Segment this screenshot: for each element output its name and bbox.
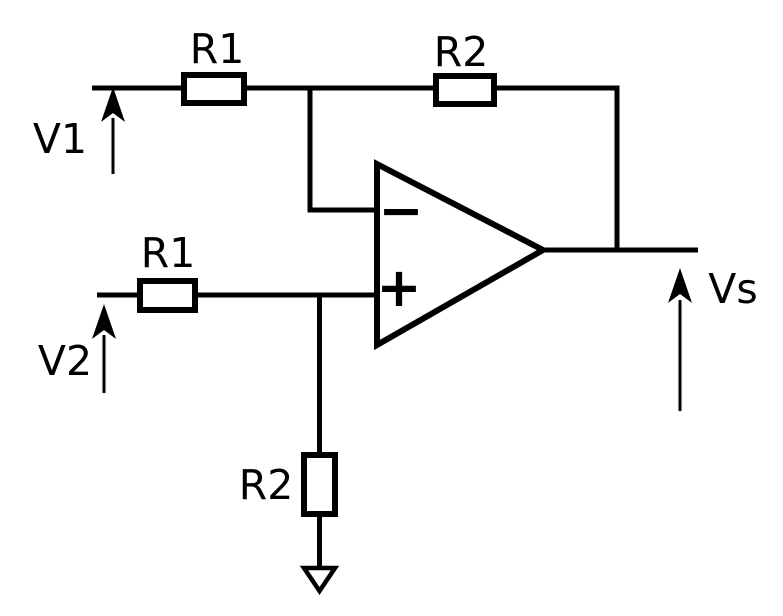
ground-arrow-icon bbox=[299, 565, 340, 596]
resistor-r1-input2 bbox=[137, 278, 198, 313]
resistor-r1-top bbox=[181, 72, 247, 106]
label-r1-top: R1 bbox=[190, 25, 245, 73]
label-r1-input2: R1 bbox=[141, 229, 196, 277]
label-r2-ground: R2 bbox=[239, 461, 294, 509]
resistor-r2-ground bbox=[301, 452, 338, 517]
opamp-noninverting-sign: + bbox=[376, 256, 421, 319]
label-v1: V1 bbox=[33, 115, 87, 163]
inverting-input-wire bbox=[307, 88, 377, 213]
vs-arrow bbox=[668, 268, 692, 411]
resistor-r2-feedback bbox=[433, 73, 497, 107]
v2-arrow bbox=[92, 304, 116, 393]
v2-arrowhead-icon bbox=[92, 304, 116, 339]
input1-and-feedback-wire bbox=[92, 85, 620, 250]
label-vs: Vs bbox=[708, 265, 757, 313]
v1-arrow bbox=[101, 87, 125, 174]
label-v2: V2 bbox=[38, 337, 92, 385]
opamp-inverting-sign: − bbox=[378, 179, 423, 242]
v1-arrowhead-icon bbox=[101, 87, 125, 122]
vs-arrowhead-icon bbox=[668, 268, 692, 303]
label-r2-feedback: R2 bbox=[434, 28, 489, 76]
opamp-triangle bbox=[374, 159, 550, 351]
